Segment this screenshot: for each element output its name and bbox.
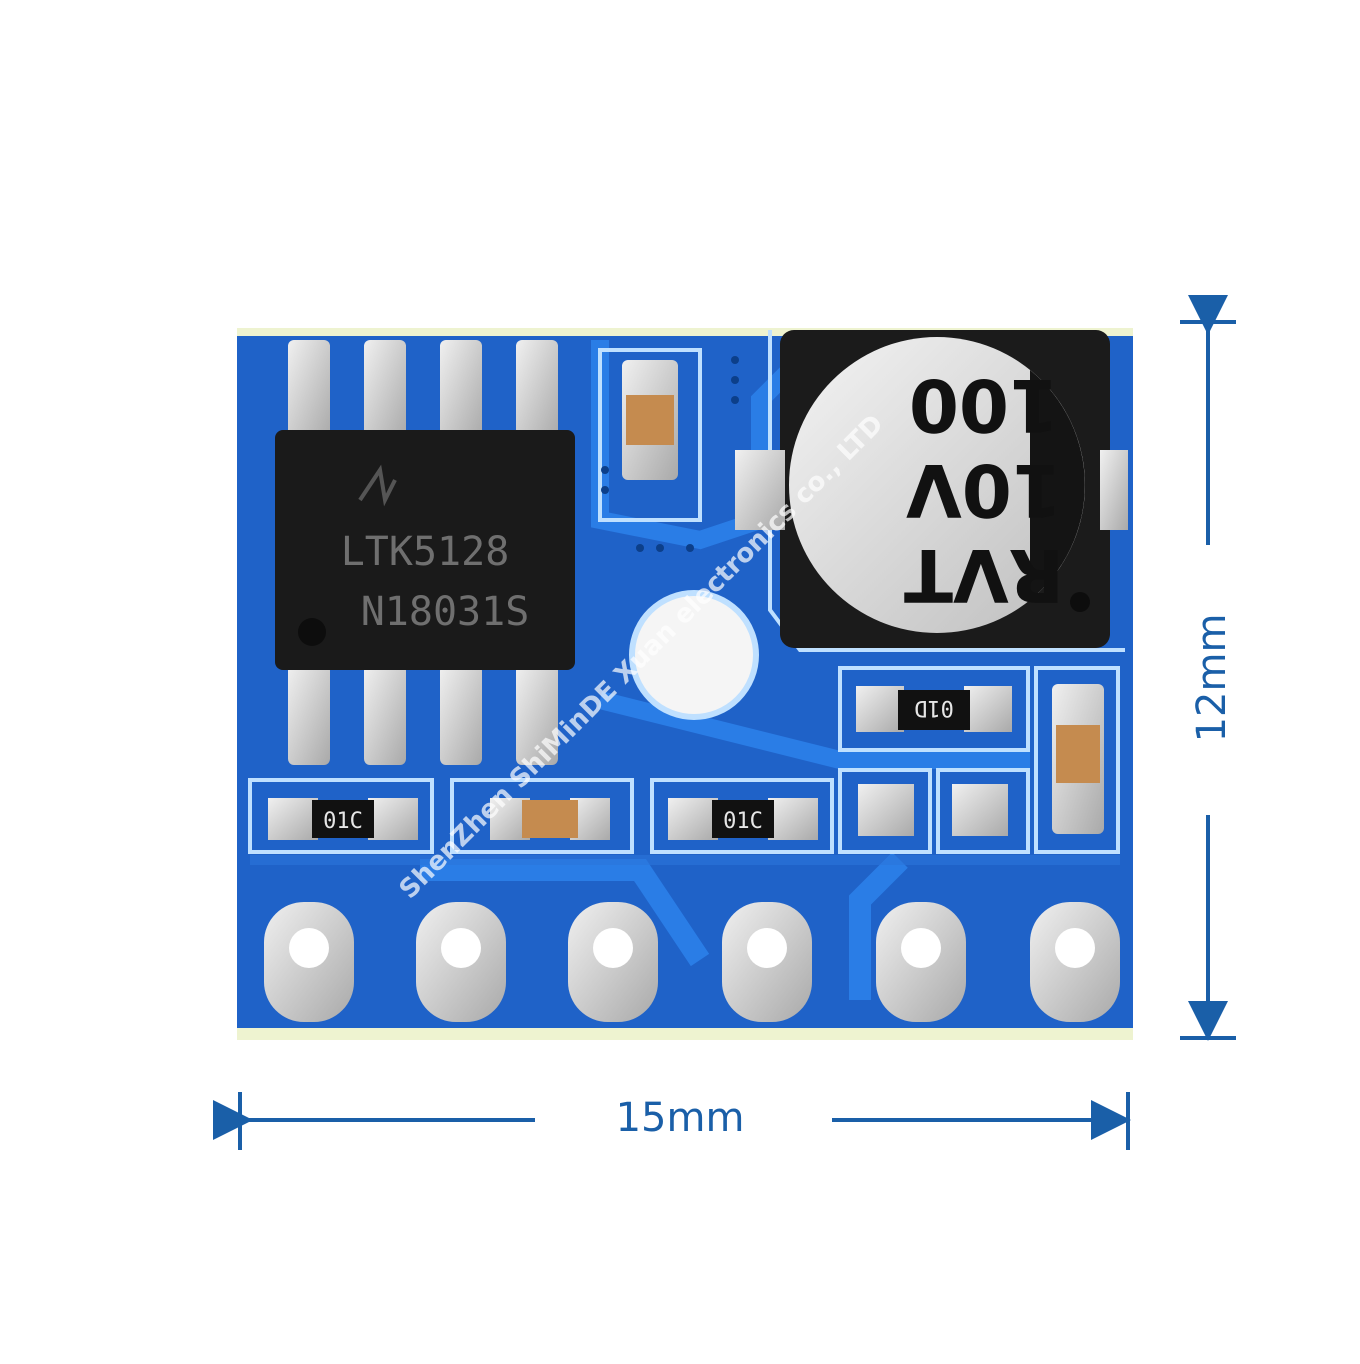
electrolytic-capacitor: RVT 10V 100 [735, 330, 1128, 648]
smd-resistor-right: 01D [856, 686, 1012, 732]
chip-pins-top [288, 340, 558, 440]
smd-capacitor-right [1052, 684, 1104, 834]
chip-pins-bottom [288, 665, 558, 765]
resistor-left-label: 01C [323, 809, 363, 834]
height-dimension-label: 12mm [1189, 613, 1235, 743]
resistor-right-label: 01D [914, 695, 954, 720]
smd-resistor-left: 01C [268, 798, 418, 840]
width-dimension-label: 15mm [615, 1095, 745, 1141]
chip-marking-line2: N18031S [361, 589, 530, 635]
smd-capacitor-middle [490, 798, 610, 840]
dimension-width [213, 1092, 1131, 1150]
smd-capacitor-top [622, 360, 678, 480]
resistor-middle-label: 01C [723, 809, 763, 834]
dimension-height [1180, 295, 1236, 1041]
amplifier-chip: LTK5128 N18031S [275, 340, 575, 765]
capacitor-marking-line1: RVT [904, 533, 1064, 617]
smd-resistor-middle: 01C [668, 798, 818, 840]
capacitor-marking-line3: 100 [909, 363, 1059, 447]
chip-marking-line1: LTK5128 [341, 529, 510, 575]
smd-pads-empty [858, 784, 1008, 836]
capacitor-marking-line2: 10V [906, 448, 1062, 532]
header-pins [264, 902, 1120, 1022]
